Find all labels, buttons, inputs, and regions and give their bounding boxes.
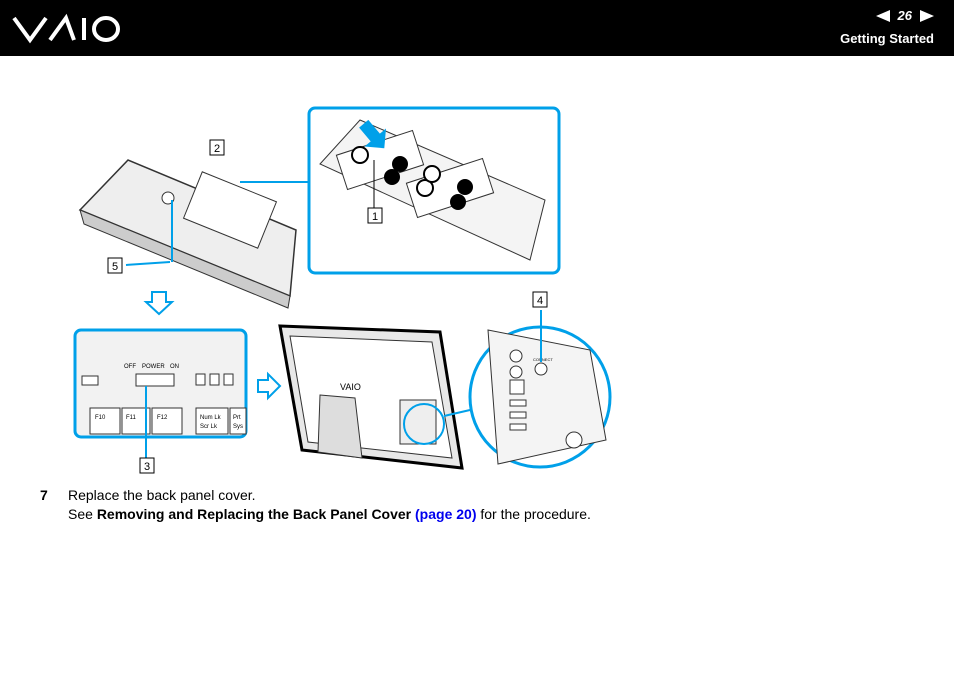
svg-text:Num Lk: Num Lk [200,415,222,421]
previous-page-arrow-icon[interactable] [875,9,890,22]
keyboard-power-switch-zoom: OFF POWER ON F10 F11 F12 Num Lk Scr Lk P… [73,328,248,458]
step-instruction: Replace the back panel cover. [68,487,256,503]
svg-text:POWER: POWER [142,364,165,370]
step-number: 7 [40,487,48,503]
battery-replacement-illustration: 2 5 1 OFF POWER ON [73,106,612,474]
svg-text:ON: ON [170,364,179,370]
connect-button-zoom: CONNECT [468,310,612,469]
page-number: 26 [897,8,912,23]
svg-text:Prt: Prt [233,415,241,421]
battery-compartment-zoom [307,106,561,275]
callout-1: 1 [367,207,383,224]
reference-title: Removing and Replacing the Back Panel Co… [96,506,412,522]
svg-text:F11: F11 [126,415,137,421]
svg-text:F12: F12 [157,415,168,421]
reference-suffix: for the procedure. [476,506,591,522]
callout-4: 4 [532,291,548,308]
see-prefix: See [68,506,97,522]
next-page-arrow-icon[interactable] [920,9,934,22]
callout-2: 2 [209,139,225,156]
svg-text:5: 5 [112,261,118,273]
vaio-logo [12,13,120,44]
svg-text:4: 4 [537,295,543,307]
callout-5: 5 [107,257,123,274]
svg-text:Scr Lk: Scr Lk [200,424,218,430]
keyboard-underside-image [78,159,297,309]
svg-text:3: 3 [144,461,150,473]
page-navigator: 26 [875,8,934,23]
down-arrow-icon [143,291,175,316]
svg-text:VAIO: VAIO [340,382,361,392]
callout-3: 3 [139,457,155,474]
svg-text:Sys: Sys [233,424,243,430]
svg-text:CONNECT: CONNECT [533,357,553,362]
svg-text:1: 1 [372,211,378,223]
svg-text:F10: F10 [95,415,106,421]
right-arrow-icon [257,371,282,401]
svg-text:OFF: OFF [124,364,136,370]
pc-rear-image: VAIO [278,324,464,470]
page-link[interactable]: (page 20) [415,506,477,522]
section-title: Getting Started [840,31,934,46]
page-header: 26 Getting Started [0,0,954,56]
step-reference: See Removing and Replacing the Back Pane… [68,505,768,524]
svg-text:2: 2 [214,143,220,155]
